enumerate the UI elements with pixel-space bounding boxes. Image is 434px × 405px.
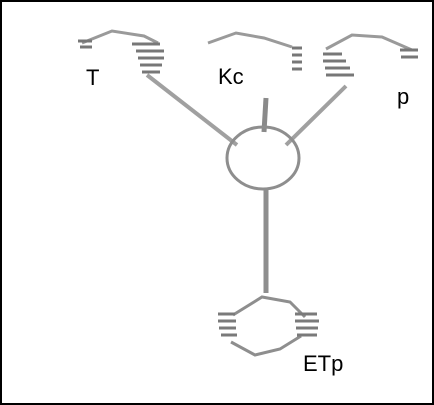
label-p: p <box>397 84 409 109</box>
middle-ticks <box>292 46 302 71</box>
bottom-node-top <box>232 295 307 319</box>
bottom-ticks <box>218 312 319 337</box>
top-middle-squiggle <box>207 31 293 49</box>
left-connector <box>145 73 239 147</box>
top-left-squiggle <box>81 29 159 45</box>
bottom-node-bottom <box>230 334 302 357</box>
left-ticks <box>78 39 164 74</box>
label-kc: Kc <box>218 64 244 89</box>
label-t: T <box>86 65 99 90</box>
central-node <box>225 125 301 191</box>
right-ticks <box>323 48 418 77</box>
label-etp: ETp <box>303 351 343 376</box>
top-right-squiggle <box>325 33 413 52</box>
right-connector <box>284 84 348 147</box>
